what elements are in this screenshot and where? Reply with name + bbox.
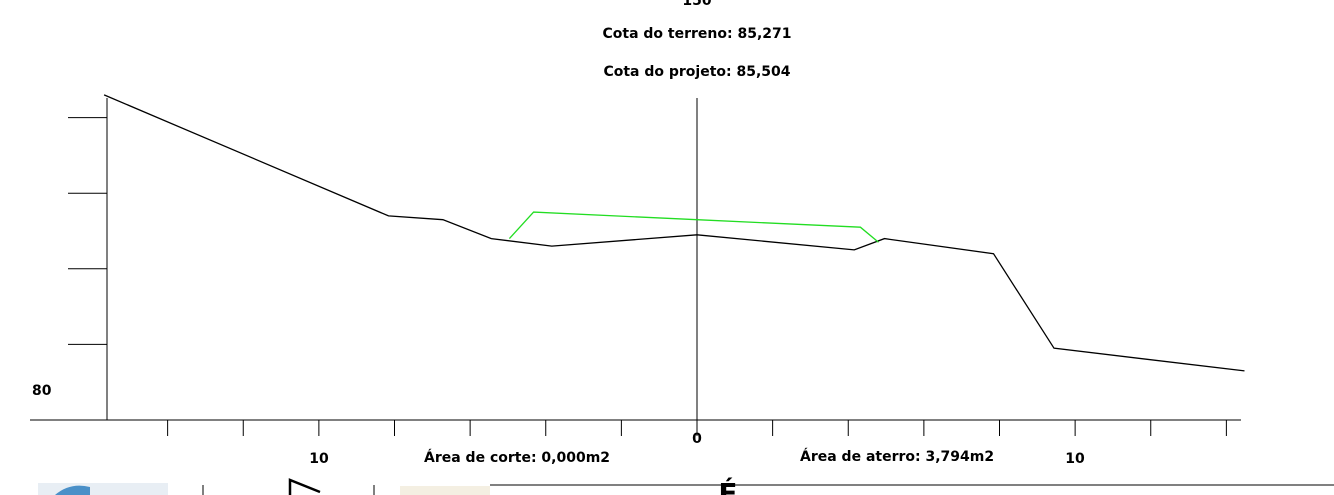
footer-fragments: É bbox=[38, 476, 1334, 495]
design-profile-line bbox=[508, 211, 879, 243]
design-elevation-label: Cota do projeto: 85,504 bbox=[603, 64, 790, 80]
terrain-elevation-label: Cota do terreno: 85,271 bbox=[603, 26, 792, 42]
cut-area-label: Área de corte: 0,000m2 bbox=[424, 449, 610, 466]
series-group bbox=[103, 94, 1245, 372]
x-right-label: 10 bbox=[1065, 451, 1085, 467]
header: 150 Cota do terreno: 85,271 Cota do proj… bbox=[603, 0, 792, 80]
y-ticks bbox=[68, 117, 107, 345]
seal-fragment bbox=[400, 486, 490, 495]
fill-area-label: Área de aterro: 3,794m2 bbox=[800, 448, 994, 465]
north-arrow-fragment bbox=[288, 478, 321, 495]
x-ticks bbox=[167, 420, 1227, 436]
x-center-label: 0 bbox=[692, 431, 702, 447]
station-label: 150 bbox=[682, 0, 711, 9]
title-fragment-glyph: É bbox=[718, 476, 737, 495]
y-axis-label: 80 bbox=[32, 383, 52, 399]
logo-blue-shape bbox=[55, 485, 90, 495]
x-left-label: 10 bbox=[309, 451, 329, 467]
terrain-profile-line bbox=[103, 94, 1245, 372]
